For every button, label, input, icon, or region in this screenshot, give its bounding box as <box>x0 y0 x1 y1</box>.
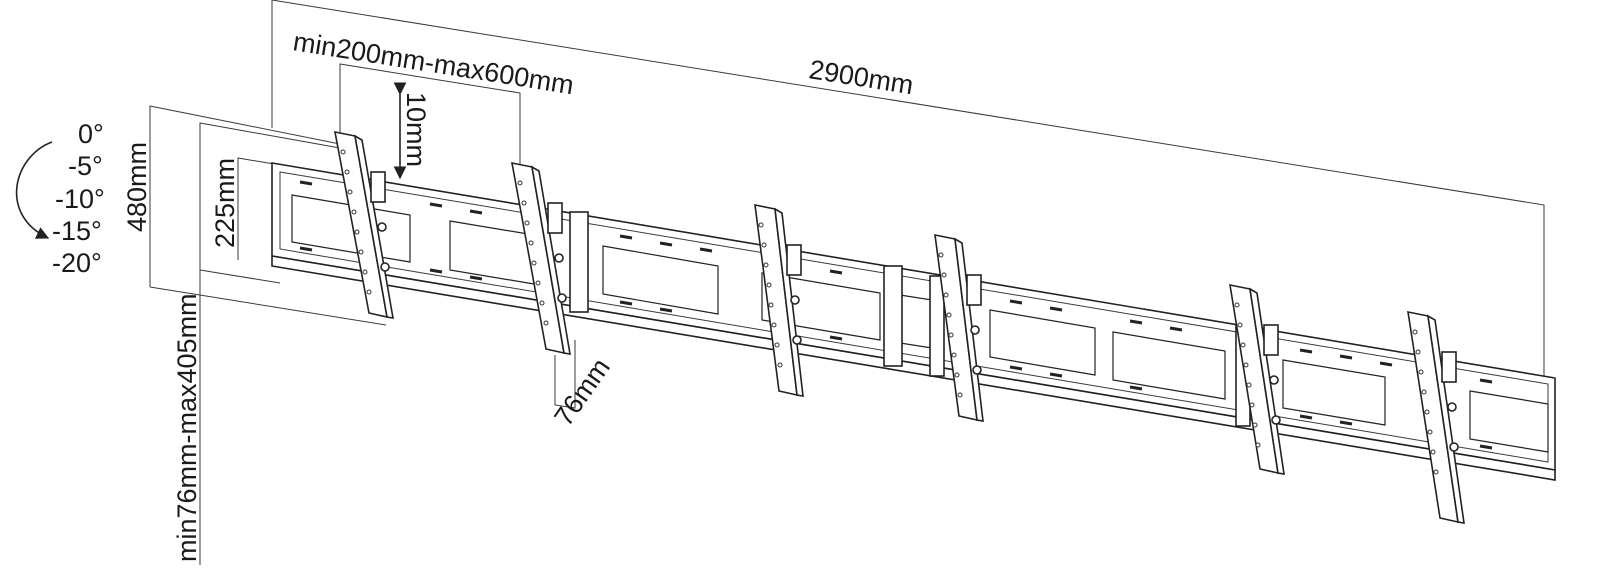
depth-label: 76mm <box>548 353 616 432</box>
inner-height-label: 225mm <box>210 158 240 248</box>
tilt-angle-20: -20° <box>52 248 102 278</box>
tilt-bracket-1 <box>333 130 394 319</box>
tilt-angle-10: -10° <box>55 184 105 214</box>
tilt-angle-list: 0° -5° -10° -15° -20° <box>52 119 105 278</box>
tilt-bracket-5 <box>1229 283 1285 475</box>
tilt-angle-5: -5° <box>68 151 103 181</box>
bracket-spacing-label: min200mm-max600mm <box>291 26 576 100</box>
rail-height-label: 480mm <box>122 142 152 232</box>
tilt-bracket-6 <box>1407 310 1465 524</box>
tilt-angle-15: -15° <box>52 216 102 246</box>
wall-distance-label: min76mm-max405mm <box>172 293 202 562</box>
tilt-bracket-2 <box>511 161 571 355</box>
total-length-label: 2900mm <box>807 54 915 100</box>
dimension-planes <box>149 0 1545 565</box>
vertical-adjust-label: 10mm <box>401 92 431 167</box>
mounting-rail <box>271 162 1556 481</box>
tilt-angle-0: 0° <box>78 119 104 149</box>
tilt-bracket-4 <box>934 233 984 422</box>
tilt-arrow <box>15 141 53 239</box>
tilt-bracket-3 <box>754 203 804 397</box>
